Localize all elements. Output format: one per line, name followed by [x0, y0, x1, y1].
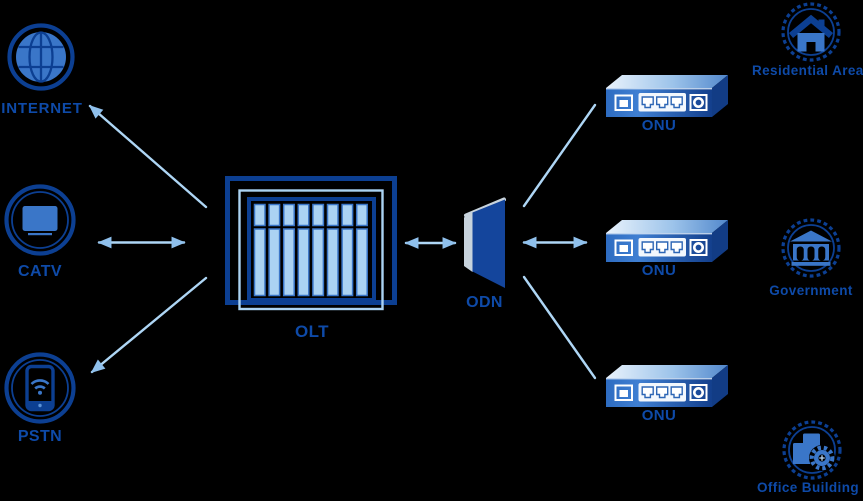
- link-odn-onu3: [522, 275, 597, 380]
- onu-device-3: [606, 365, 728, 407]
- connector-lines: [88, 103, 597, 380]
- catv-label: CATV: [18, 263, 62, 280]
- onu-label-3: ONU: [641, 407, 677, 424]
- tv-icon: [4, 184, 76, 256]
- government-building-icon: [781, 218, 841, 278]
- office-building-label: Office Building: [757, 480, 859, 495]
- office-building-gear-icon: [782, 420, 842, 480]
- house-icon: [781, 2, 841, 62]
- odn-label: ODN: [466, 294, 503, 311]
- link-internet-olt: [88, 104, 208, 209]
- link-pstn-olt: [90, 276, 208, 374]
- residential-area-label: Residential Area: [752, 63, 863, 78]
- smartphone-icon: [4, 352, 76, 424]
- link-odn-onu1: [522, 103, 597, 208]
- onu-device-2: [606, 220, 728, 262]
- olt-chassis: [225, 176, 397, 311]
- pstn-label: PSTN: [17, 428, 63, 445]
- internet-label: INTERNET: [1, 100, 83, 117]
- onu-label-2: ONU: [641, 262, 677, 279]
- olt-label: OLT: [295, 322, 329, 341]
- odn-splitter: [464, 197, 506, 288]
- onu-label-1: ONU: [641, 117, 677, 134]
- olt-line-cards: [253, 203, 368, 297]
- onu-device-1: [606, 75, 728, 117]
- government-label: Government: [769, 283, 853, 298]
- globe-icon: [7, 23, 75, 91]
